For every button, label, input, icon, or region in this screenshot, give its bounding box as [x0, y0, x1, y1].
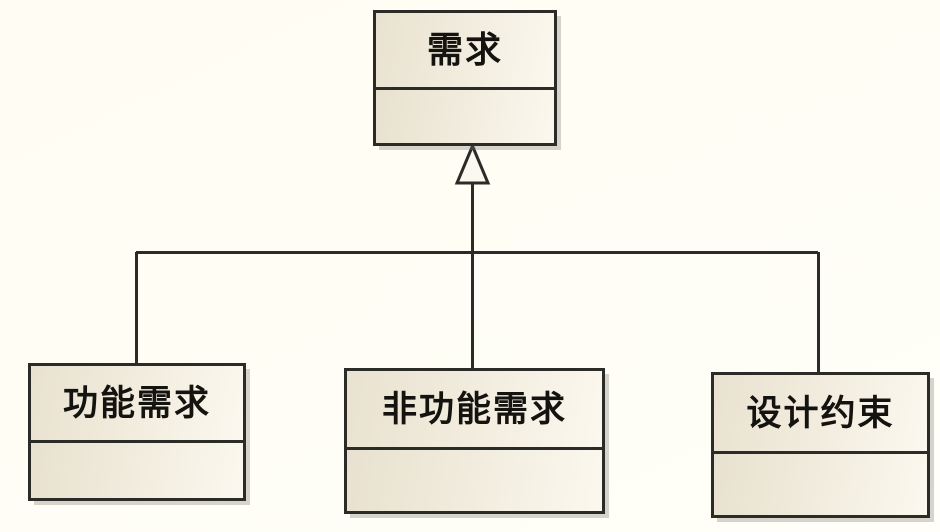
uml-class-attributes-compartment [376, 90, 554, 143]
uml-class-name-compartment: 功能需求 [31, 366, 243, 443]
generalization-arrowhead-icon [454, 142, 491, 185]
uml-class-nonfunctional-requirement[interactable]: 非功能需求 [344, 368, 605, 514]
uml-class-name-compartment: 非功能需求 [347, 371, 602, 450]
uml-class-attributes-compartment [714, 454, 927, 515]
uml-class-name-compartment: 需求 [376, 13, 554, 90]
uml-class-name-label: 非功能需求 [381, 388, 567, 430]
uml-class-attributes-compartment [347, 450, 602, 511]
uml-class-functional-requirement[interactable]: 功能需求 [28, 363, 246, 501]
uml-class-requirement[interactable]: 需求 [373, 10, 557, 146]
uml-class-name-label: 需求 [426, 29, 503, 71]
uml-class-attributes-compartment [31, 443, 243, 498]
uml-class-name-compartment: 设计约束 [714, 375, 927, 454]
uml-class-name-label: 功能需求 [62, 382, 211, 424]
uml-class-design-constraint[interactable]: 设计约束 [711, 372, 930, 518]
uml-class-name-label: 设计约束 [746, 392, 895, 434]
